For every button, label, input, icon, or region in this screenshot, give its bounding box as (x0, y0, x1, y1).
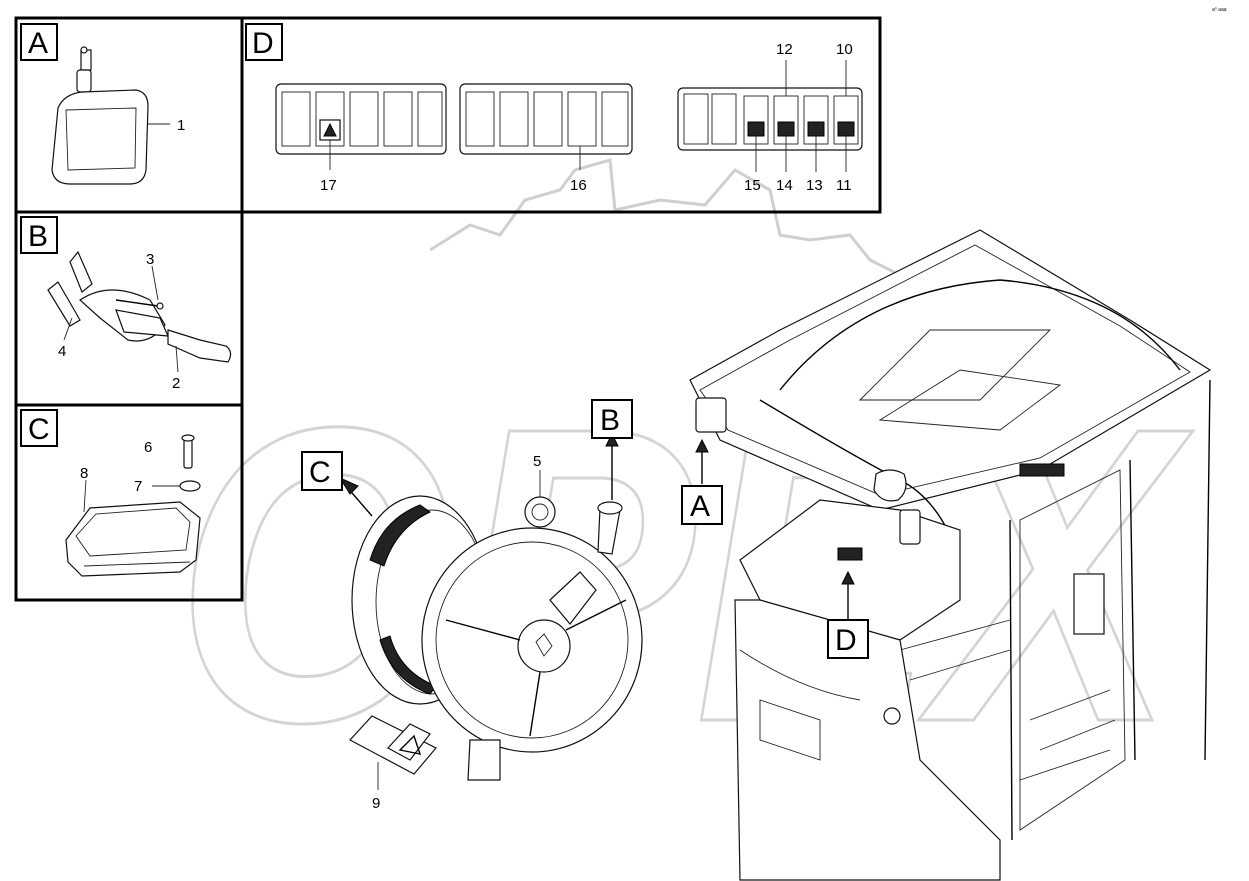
panel-b-label: B (20, 216, 58, 254)
svg-text:C: C (309, 456, 331, 489)
panel-d-frame (240, 16, 882, 214)
part-number-5: 5 (533, 453, 541, 470)
steering-wheel-assembly (338, 432, 643, 781)
svg-text:A: A (28, 27, 48, 60)
part-number-13: 13 (806, 177, 823, 194)
part-number-7: 7 (134, 478, 142, 495)
svg-text:B: B (28, 220, 48, 253)
panel-a-label: A (20, 23, 58, 61)
switch-panel-left (275, 83, 447, 170)
hazard-switch-part (349, 715, 437, 790)
part-number-10: 10 (836, 41, 853, 58)
panel-c-frame (14, 403, 244, 602)
truck-cab (689, 229, 1212, 881)
callout-c: C (301, 451, 343, 491)
part-number-15: 15 (744, 177, 761, 194)
watermark-gear (429, 158, 901, 277)
callout-d: D (827, 619, 869, 659)
part-number-16: 16 (570, 177, 587, 194)
callout-b: B (591, 399, 633, 439)
interior-lamp-part (65, 434, 201, 577)
svg-text:B: B (600, 404, 620, 437)
svg-text:C: C (28, 413, 50, 446)
part-number-6: 6 (144, 439, 152, 456)
svg-text:D: D (835, 624, 857, 657)
part-number-4: 4 (58, 343, 66, 360)
part-number-11: 11 (836, 177, 852, 194)
panel-c-label: C (20, 409, 58, 447)
part-number-1: 1 (177, 117, 185, 134)
part-number-12: 12 (776, 41, 793, 58)
switch-panel-middle (459, 83, 633, 170)
wiper-motor-part (47, 250, 232, 373)
svg-text:A: A (690, 490, 710, 523)
part-number-3: 3 (146, 251, 154, 268)
part-number-17: 17 (320, 177, 337, 194)
svg-text:D: D (252, 27, 274, 60)
panel-d-label: D (245, 23, 283, 61)
part-number-8: 8 (80, 465, 88, 482)
part-number-14: 14 (776, 177, 793, 194)
mirror-part (51, 46, 170, 185)
callout-a: A (681, 485, 723, 525)
part-number-9: 9 (372, 795, 380, 812)
switch-panel-right (677, 60, 863, 172)
corner-mark: a⁰ aaa (1212, 7, 1227, 13)
part-number-2: 2 (172, 375, 180, 392)
